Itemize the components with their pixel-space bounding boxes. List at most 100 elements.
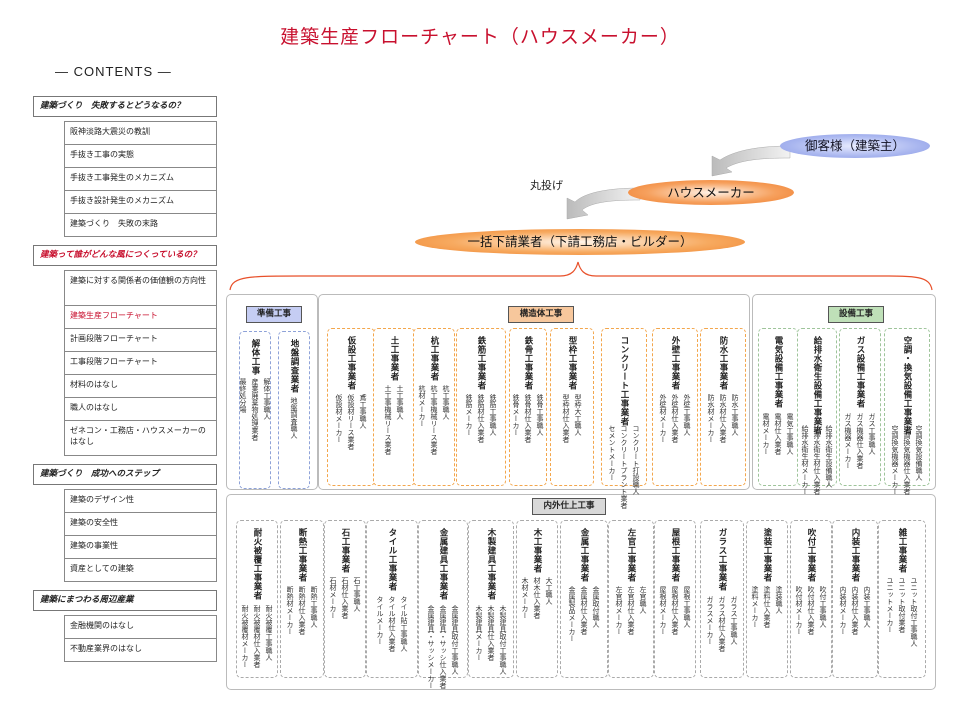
- contractor-box: 土工事業者土工事職人土工事機械リース業者: [373, 328, 415, 486]
- sidebar-section-3[interactable]: 建築にまつわる周辺産業: [33, 590, 217, 611]
- contractor-line: 外壁工事職人: [683, 394, 691, 436]
- contractor-line: 金属材仕入業者: [580, 586, 588, 635]
- contractor-line: 屋根材仕入業者: [671, 586, 679, 635]
- contractor-line: 屋根材メーカー: [659, 586, 667, 635]
- contractor-box: 吹付工事業者吹付工事職人吹付材仕入業者吹付材メーカー: [790, 520, 832, 678]
- contractor-line: 電材メーカー: [762, 413, 770, 455]
- contractor-title: 木製建具工事業者: [486, 528, 496, 600]
- contractor-line: 防水材メーカー: [707, 394, 715, 443]
- sidebar-item-1-3[interactable]: 工事段階フローチャート: [64, 352, 217, 375]
- contractor-line: 耐火被覆工事職人: [265, 605, 273, 661]
- contractor-line: 鳶工事職人: [359, 394, 367, 429]
- contractor-line: 塗装職人: [775, 586, 783, 614]
- contractor-line: 耐火被覆材メーカー: [241, 605, 249, 668]
- contractor-title: 外壁工事業者: [670, 336, 680, 390]
- sidebar-item-0-0[interactable]: 阪神淡路大震災の教訓: [64, 121, 217, 145]
- contractor-line: 大工職人: [545, 576, 553, 605]
- contractor-line: 土工事職人: [396, 384, 404, 420]
- contractor-line: 木製建具メーカー: [475, 605, 483, 661]
- sidebar-item-0-2[interactable]: 手抜き工事発生のメカニズム: [64, 168, 217, 191]
- sidebar-item-0-4[interactable]: 建築づくり 失敗の末路: [64, 214, 217, 237]
- contractor-title: 石工事業者: [340, 528, 350, 573]
- contractor-line: 防水材仕入業者: [719, 394, 727, 443]
- contractor-box: タイル工事業者タイル貼工事職人タイル材仕入業者タイルメーカー: [366, 520, 418, 678]
- contractor-line: 金属製品メーカー: [568, 586, 576, 642]
- contractor-box: 給排水衛生設備工事業者給排水衛生設備職人給排水衛生材仕入業者給排水衛生材メーカー: [797, 328, 837, 495]
- sidebar-item-2-3[interactable]: 資産としての建築: [64, 559, 217, 582]
- contractor-line: 解体工事職人: [263, 378, 271, 420]
- contractor-line: 鉄筋メーカー: [465, 394, 473, 436]
- contractor-title: 吹付工事業者: [806, 528, 816, 582]
- general-contractor-node: 一括下請業者（下請工務店・ビルダー）: [415, 229, 745, 255]
- contractor-title: 地盤調査業者: [289, 339, 299, 393]
- contractor-line: 鉄骨工事職人: [536, 394, 544, 436]
- contractor-box: 外壁工事業者外壁工事職人外壁材仕入業者外壁材メーカー: [652, 328, 698, 486]
- contents-heading: — CONTENTS —: [55, 64, 172, 79]
- contractor-box: 防水工事業者防水工事職人防水材仕入業者防水材メーカー: [700, 328, 746, 486]
- group-label-equip: 設備工事: [828, 306, 884, 323]
- contractor-line: 金属建具・サッシメーカー: [427, 605, 435, 689]
- contractor-line: 鉄骨材仕入業者: [524, 394, 532, 443]
- contractor-line: 土工事機械リース業者: [384, 384, 392, 455]
- contractor-title: 仮設工事業者: [346, 336, 356, 390]
- sidebar-item-0-3[interactable]: 手抜き設計発生のメカニズム: [64, 191, 217, 214]
- contractor-box: ガス設備工事業者ガス工事職人ガス機器仕入業者ガス機器メーカー: [839, 328, 881, 486]
- sidebar-section-2[interactable]: 建築づくり 成功へのステップ: [33, 464, 217, 485]
- contractor-box: 内装工事業者内装工事職人内装材仕入業者内装材メーカー: [832, 520, 878, 678]
- contractor-line: 左官材仕入業者: [627, 586, 635, 635]
- contractor-title: 防水工事業者: [718, 336, 728, 390]
- contractor-line: 鉄骨メーカー: [512, 394, 520, 436]
- contractor-line: 石材仕入業者: [341, 576, 349, 619]
- sidebar-item-3-0[interactable]: 金融機関のはなし: [64, 615, 217, 639]
- sidebar-item-2-1[interactable]: 建築の安全性: [64, 513, 217, 536]
- contractor-box: 金属工事業者金属取付職人金属材仕入業者金属製品メーカー: [560, 520, 608, 678]
- contractor-line: 最終処分場: [239, 378, 247, 413]
- contractor-line: ガス工事職人: [868, 413, 876, 455]
- contractor-title: 塗装工事業者: [762, 528, 772, 582]
- contractor-line: 外壁材仕入業者: [671, 394, 679, 443]
- contractor-box: コンクリート工事業者コンクリート打設職人コンクリートプラント業者セメントメーカー: [601, 328, 647, 509]
- sidebar-item-2-2[interactable]: 建築の事業性: [64, 536, 217, 559]
- contractor-line: 木製建具仕入業者: [487, 605, 495, 661]
- contractor-title: 金属建具工事業者: [438, 528, 448, 600]
- contractor-box: 塗装工事業者塗装職人塗料仕入業者塗料メーカー: [746, 520, 788, 678]
- contractor-title: 土工事業者: [389, 336, 399, 381]
- contractor-line: 石材メーカー: [329, 576, 337, 619]
- contractor-box: 型枠工事業者型枠大工職人型枠材仕入業者: [550, 328, 594, 486]
- group-frame: [318, 294, 750, 490]
- contractor-line: 吹付材仕入業者: [807, 586, 815, 635]
- sidebar-item-2-0[interactable]: 建築のデザイン性: [64, 489, 217, 513]
- contractor-line: 鉄筋工事職人: [489, 394, 497, 436]
- sidebar-item-3-1[interactable]: 不動産業界のはなし: [64, 639, 217, 662]
- sidebar-item-1-5[interactable]: 職人のはなし: [64, 398, 217, 421]
- contractor-line: ガラス工事職人: [730, 595, 738, 645]
- contractor-line: 金属建具・サッシ仕入業者: [439, 605, 447, 689]
- contractor-line: ガラスメーカー: [706, 595, 714, 645]
- sidebar-item-0-1[interactable]: 手抜き工事の実態: [64, 145, 217, 168]
- contractor-line: ガス機器メーカー: [844, 413, 852, 469]
- contractor-line: 電気工事職人: [786, 413, 794, 455]
- sidebar-section-1[interactable]: 建築って誰がどんな風につくっているの？: [33, 245, 217, 266]
- contractor-line: 防水工事職人: [731, 394, 739, 436]
- contractor-line: 外壁材メーカー: [659, 394, 667, 443]
- sidebar-item-1-2[interactable]: 計画段階フローチャート: [64, 329, 217, 352]
- contractor-title: 耐火被覆工事業者: [252, 528, 262, 600]
- contractor-title: 屋根工事業者: [670, 528, 680, 582]
- contractor-line: 電材仕入業者: [774, 413, 782, 455]
- sidebar-item-1-1[interactable]: 建築生産フローチャート: [64, 306, 217, 329]
- sidebar-item-1-6[interactable]: ゼネコン・工務店・ハウスメーカーのはなし: [64, 421, 217, 456]
- contractor-box: 空調・換気設備工事業者空調換気設備職人空調換気機器仕入業者空調換気機器メーカー: [884, 328, 930, 495]
- contractor-title: 断熱工事業者: [297, 528, 307, 582]
- contractor-line: 塗料仕入業者: [763, 586, 771, 628]
- contractor-line: 給排水衛生設備職人: [825, 425, 833, 488]
- sidebar-section-0[interactable]: 建築づくり 失敗するとどうなるの？: [33, 96, 217, 117]
- sidebar-item-1-4[interactable]: 材料のはなし: [64, 375, 217, 398]
- contractor-line: 内装材メーカー: [839, 586, 847, 635]
- contractor-title: 電気設備工事業者: [773, 336, 783, 408]
- contractor-line: 空調換気設備職人: [915, 425, 923, 481]
- contractor-line: 仮設材リース業者: [347, 394, 355, 450]
- contractor-line: 型枠大工職人: [574, 394, 582, 436]
- contractor-line: タイルメーカー: [376, 595, 384, 645]
- contractor-box: 仮設工事業者鳶工事職人仮設材リース業者仮設材メーカー: [327, 328, 375, 486]
- sidebar-item-1-0[interactable]: 建築に対する関係者の価値観の方向性: [64, 270, 217, 306]
